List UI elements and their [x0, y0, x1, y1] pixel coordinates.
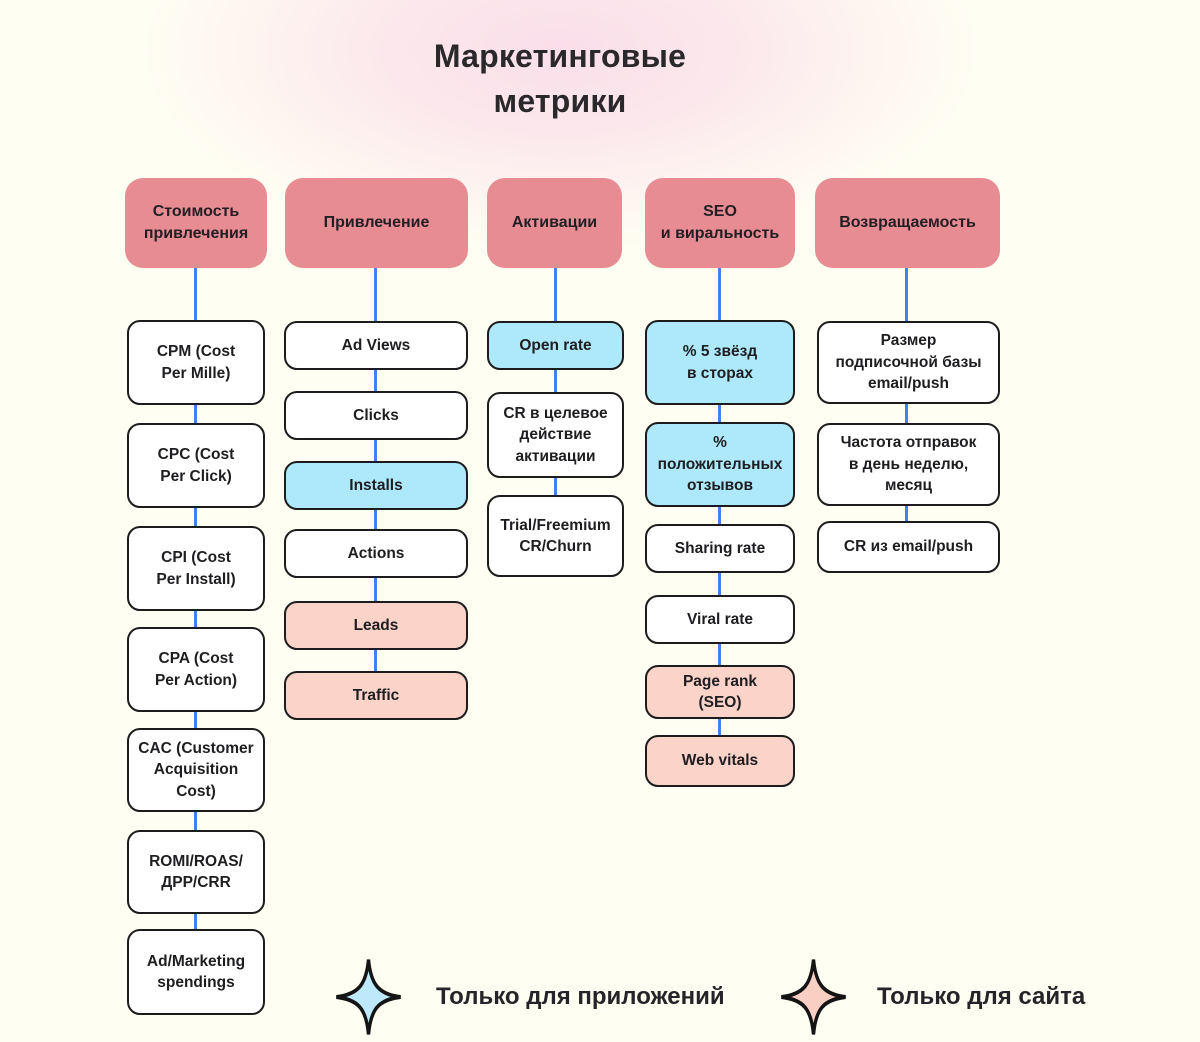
sparkle-pink-icon — [781, 959, 846, 1035]
metric-box: Installs — [284, 461, 468, 510]
metric-box: Actions — [284, 529, 468, 578]
legend-label: Только для приложений — [436, 983, 725, 1010]
metric-box: Частота отправок в день неделю, месяц — [817, 423, 1000, 506]
metric-box: CPM (Cost Per Mille) — [127, 320, 265, 405]
metric-box: CAC (Customer Acquisition Cost) — [127, 728, 265, 812]
metric-box: Traffic — [284, 671, 468, 720]
legend-item-apps-only: Только для приложений — [335, 957, 725, 1037]
metric-box: CPA (Cost Per Action) — [127, 627, 265, 712]
metric-box: Ad Views — [284, 321, 468, 370]
metric-box: CPI (Cost Per Install) — [127, 526, 265, 611]
metric-box: CR из email/push — [817, 521, 1000, 573]
metric-box: Viral rate — [645, 595, 795, 644]
metric-box: CPC (Cost Per Click) — [127, 423, 265, 508]
metric-box: Web vitals — [645, 735, 795, 787]
metric-box: Page rank (SEO) — [645, 665, 795, 719]
page-title: Маркетинговые метрики — [433, 38, 687, 120]
metric-box: Ad/Marketing spendings — [127, 929, 265, 1015]
connector-line — [194, 266, 197, 965]
connector-line — [718, 266, 721, 755]
metric-box: % положительных отзывов — [645, 422, 795, 507]
column-header: Стоимость привлечения — [125, 178, 267, 268]
sparkle-blue-icon — [336, 959, 401, 1035]
legend-item-site-only: Только для сайта — [780, 957, 1085, 1037]
column-header: Активации — [487, 178, 622, 268]
column-header: SEO и виральность — [645, 178, 795, 268]
metric-box: % 5 звёзд в сторах — [645, 320, 795, 405]
metric-box: CR в целевое действие активации — [487, 392, 624, 478]
column-header: Возвращаемость — [815, 178, 1000, 268]
metric-box: Clicks — [284, 391, 468, 440]
connector-line — [905, 266, 908, 545]
column-header: Привлечение — [285, 178, 468, 268]
metric-box: Leads — [284, 601, 468, 650]
metric-box: Sharing rate — [645, 524, 795, 573]
legend-label: Только для сайта — [877, 983, 1086, 1010]
metric-box: ROMI/ROAS/ ДРР/CRR — [127, 830, 265, 914]
metric-box: Trial/Freemium CR/Churn — [487, 495, 624, 577]
metric-box: Размер подписочной базы email/push — [817, 321, 1000, 404]
metric-box: Open rate — [487, 321, 624, 370]
